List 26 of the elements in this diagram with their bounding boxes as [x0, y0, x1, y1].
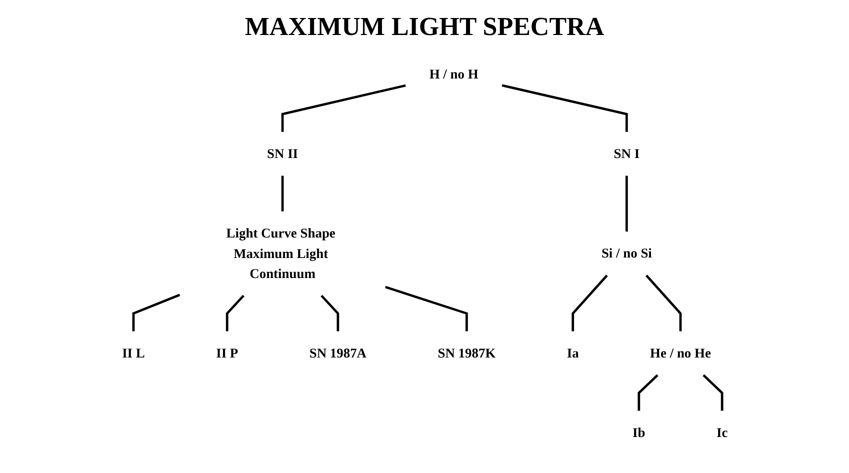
connector — [132, 294, 180, 332]
node-text: He / no He — [650, 345, 711, 360]
node-text: SN II — [266, 146, 298, 162]
connector — [501, 84, 628, 132]
node-text: Si / no Si — [601, 246, 652, 261]
connector — [625, 176, 628, 232]
node-text: SN 1987K — [437, 345, 496, 360]
node-text: H / no H — [428, 66, 478, 82]
connector — [702, 374, 723, 411]
connector — [637, 374, 658, 411]
connector — [320, 294, 339, 332]
node-text: Light Curve Shape Maximum Light Continuum — [226, 226, 336, 281]
connector — [384, 286, 468, 332]
connector — [645, 274, 682, 332]
connector — [571, 274, 608, 332]
node-text: II P — [216, 345, 238, 360]
node-text: Ic — [716, 424, 728, 440]
diagram-title: MAXIMUM LIGHT SPECTRA — [244, 12, 606, 42]
node-text: Ia — [566, 345, 578, 360]
connector — [280, 84, 406, 132]
connector — [280, 176, 284, 212]
node-text: SN I — [613, 146, 640, 162]
node-text: II L — [122, 345, 144, 360]
node-text: SN 1987A — [308, 345, 366, 360]
node-text: Ib — [632, 424, 645, 440]
connector — [226, 294, 244, 332]
